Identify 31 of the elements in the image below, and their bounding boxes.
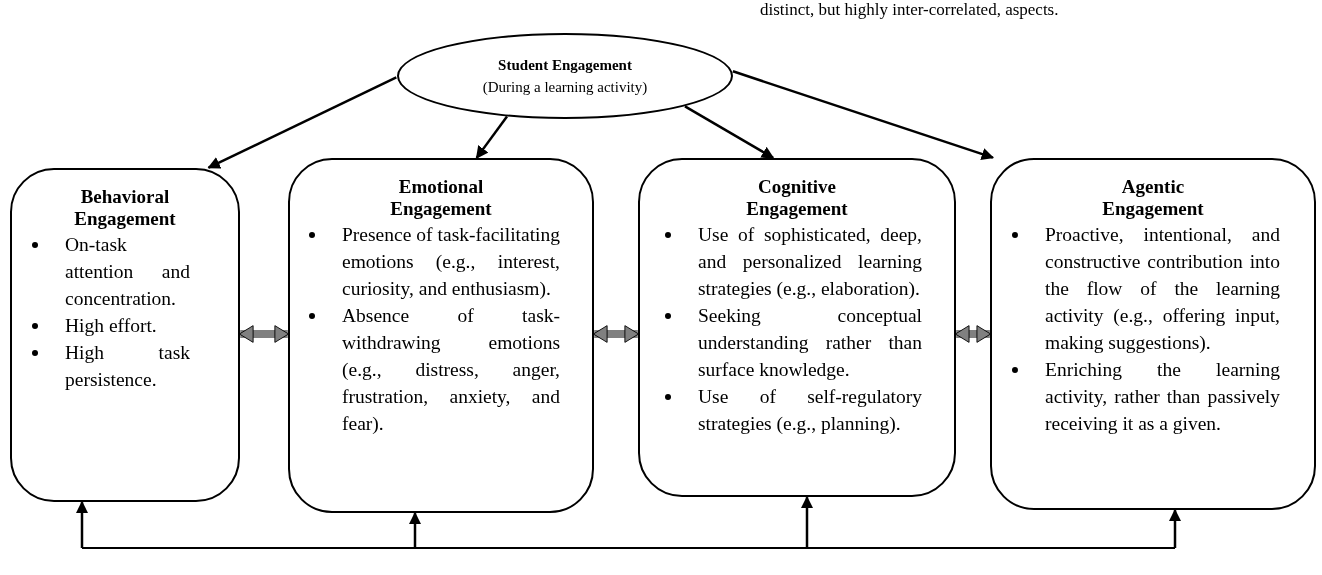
- rounded-box: [990, 158, 1316, 510]
- bullet-item: Enriching the learning activity, rather than passively receiving it as a given.: [1045, 358, 1280, 436]
- box-heading: Agentic Engagement: [1101, 176, 1205, 220]
- double-arrow: [954, 325, 992, 343]
- box-heading: Cognitive Engagement: [745, 176, 849, 220]
- arrow: [800, 495, 814, 548]
- node-subtitle: (During a learning activity): [482, 78, 648, 97]
- double-arrow: [592, 325, 640, 343]
- arrow: [75, 500, 89, 548]
- arrow: [1168, 508, 1182, 548]
- rounded-box: [10, 168, 240, 502]
- bullet-item: Seeking conceptual understanding rather than surface knowledge.: [698, 304, 922, 382]
- arrow: [408, 511, 422, 548]
- arrow: [207, 76, 397, 169]
- bullet-item: Use of sophisticated, deep, and personalized learning strategies (e.g., elaboration).: [698, 223, 922, 301]
- box-heading: Emotional Engagement: [389, 176, 493, 220]
- box-heading: Behavioral Engagement: [73, 186, 177, 230]
- rounded-box: [638, 158, 956, 497]
- arrow: [684, 105, 775, 159]
- bullet-item: Use of self-regulatory strategies (e.g., planning).: [698, 385, 922, 436]
- double-arrow: [239, 325, 289, 343]
- bullet-item: High task persistence.: [65, 341, 190, 392]
- caption-text: distinct, but highly inter-correlated, aspects.: [760, 0, 1059, 20]
- bullet-item: Proactive, intentional, and constructive contribution into the flow of the learning activity (e.g., offering input, making suggestions).: [1045, 223, 1280, 355]
- rounded-box: [288, 158, 594, 513]
- bullet-item: Absence of task-withdrawing emotions (e.g., distress, anger, frustration, anxiety, and fear).: [342, 304, 560, 436]
- arrow: [732, 70, 995, 161]
- bullet-item: On-task attention and concentration.: [65, 233, 190, 311]
- bullet-item: Presence of task-facilitating emotions (e.g., interest, curiosity, and enthusiasm).: [342, 223, 560, 301]
- node-title: Student Engagement: [498, 56, 632, 75]
- bullet-item: High effort.: [65, 314, 157, 338]
